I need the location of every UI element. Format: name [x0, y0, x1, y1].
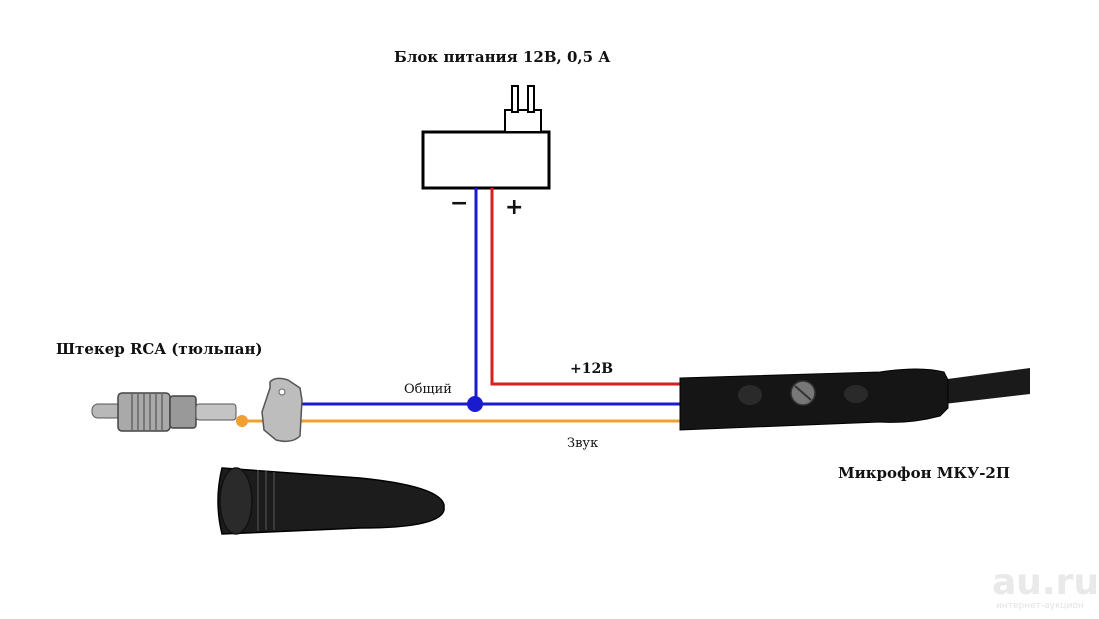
rca-tab-hole: [278, 388, 286, 396]
rca-neck: [195, 403, 237, 421]
plus12-label: +12В: [570, 361, 613, 377]
power-supply-label: Блок питания 12В, 0,5 А: [394, 48, 611, 66]
sound-label: Звук: [567, 436, 598, 451]
rca-cap: [217, 467, 445, 535]
plus-sign: +: [505, 195, 523, 220]
watermark-subtext: интернет-аукцион: [996, 601, 1084, 611]
rca-plug-label: Штекер RCA (тюльпан): [56, 340, 263, 358]
rca-knurl: [131, 393, 163, 431]
microphone-label: Микрофон МКУ-2П: [838, 464, 1010, 482]
power-plug-pin-left: [511, 85, 519, 113]
rca-signal-solder-dot: [236, 415, 248, 427]
common-label: Общий: [404, 382, 452, 397]
rca-cap-end: [219, 467, 253, 535]
common-junction-dot: [467, 396, 483, 412]
microphone-body: [679, 368, 949, 431]
microphone: [679, 368, 1030, 431]
microphone-screw-slot: [794, 385, 812, 401]
rca-cap-ribs: [257, 470, 275, 531]
rca-plug: [91, 377, 303, 443]
power-supply-body: [421, 130, 551, 190]
microphone-bump-2: [844, 385, 868, 403]
microphone-cable: [940, 368, 1030, 404]
power-plug-base: [504, 109, 542, 133]
minus-sign: −: [450, 191, 468, 216]
microphone-bump-1: [738, 385, 762, 405]
power-supply: [421, 85, 551, 190]
watermark-logo: au.ru: [992, 562, 1099, 603]
wire-positive-red: [490, 188, 684, 386]
rca-shoulder: [169, 395, 197, 429]
power-plug-pin-right: [527, 85, 535, 113]
rca-solder-tab: [261, 377, 303, 443]
